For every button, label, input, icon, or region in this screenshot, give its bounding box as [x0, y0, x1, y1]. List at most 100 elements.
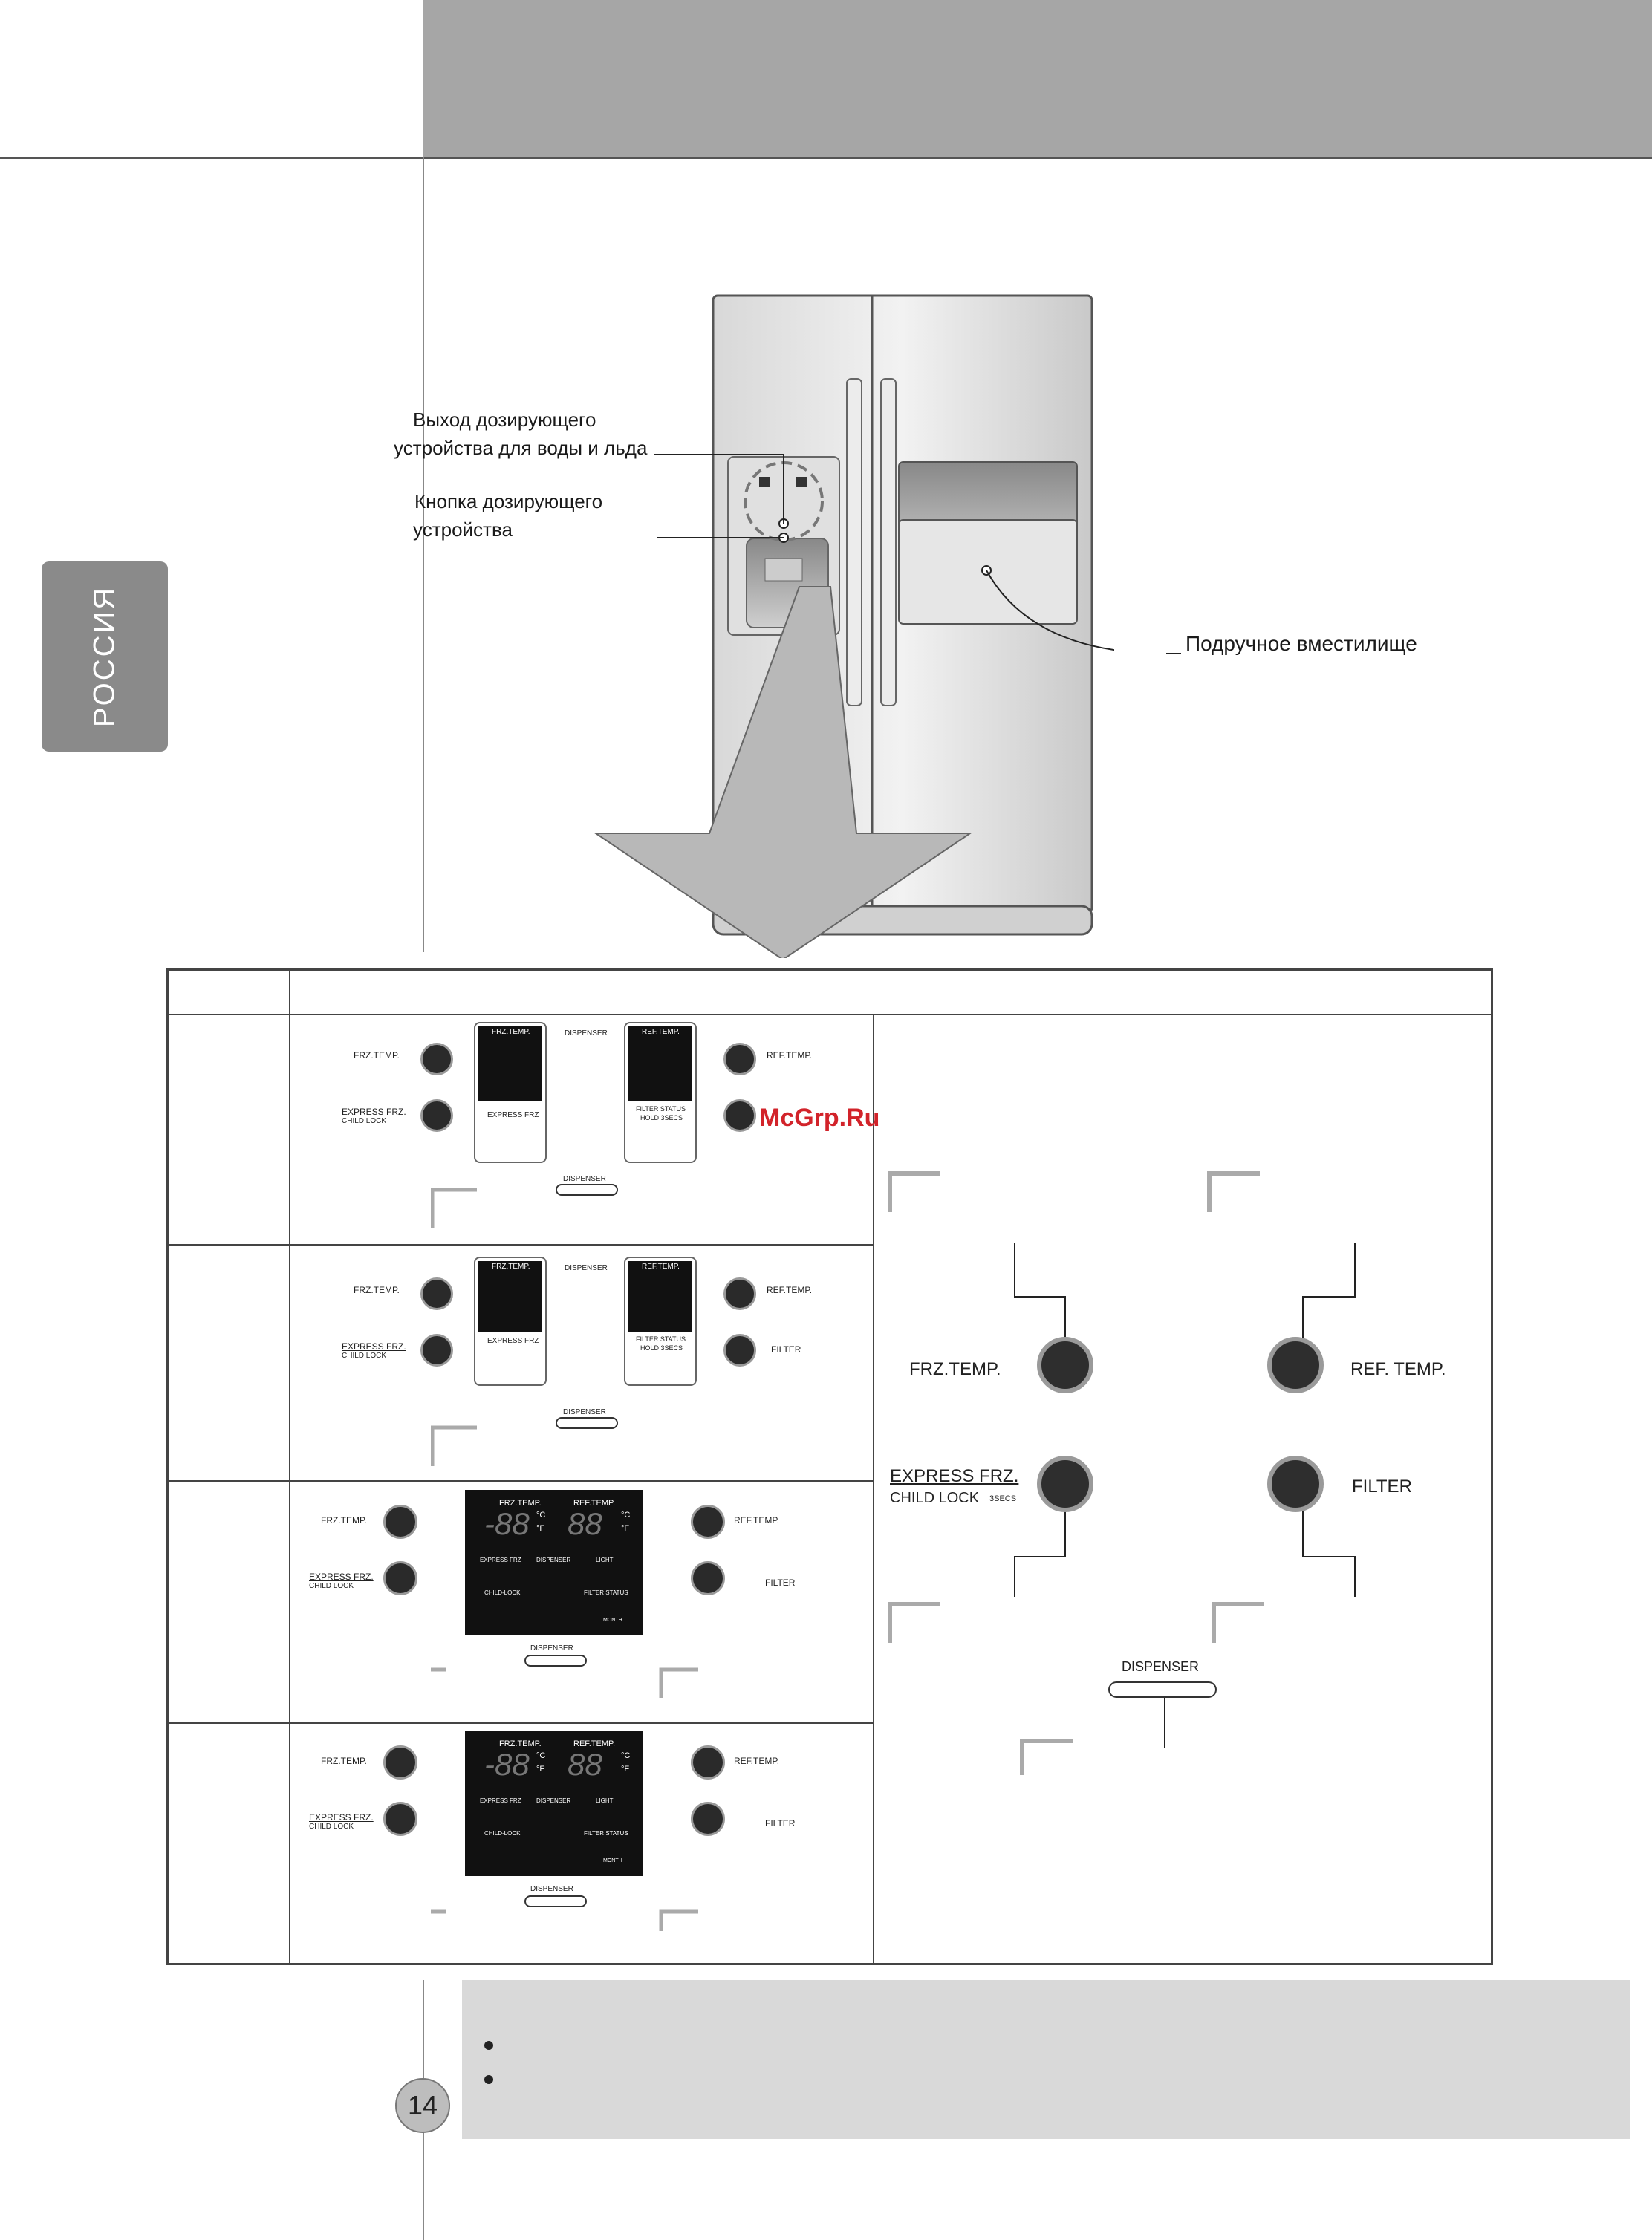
frz-temp-button[interactable]	[383, 1505, 417, 1539]
note-box	[462, 1980, 1630, 2139]
hold-3secs-label: HOLD 3SECS	[640, 1114, 683, 1121]
panel-bracket-markers	[431, 1188, 698, 1931]
frz-temp-label: FRZ.TEMP.	[321, 1756, 367, 1766]
watermark: McGrp.Ru	[759, 1104, 880, 1132]
filter-label: FILTER	[765, 1818, 796, 1829]
panel-row-3: FRZ.TEMP. EXPRESS FRZ. CHILD LOCK FRZ.TE…	[297, 1482, 795, 1720]
filter-label: FILTER	[765, 1578, 796, 1588]
express-frz-label: EXPRESS FRZ.	[309, 1572, 374, 1582]
frz-bar-display	[478, 1261, 542, 1332]
filter-label: FILTER	[771, 1344, 801, 1355]
control-panel-table	[166, 968, 1493, 1965]
frz-display: FRZ.TEMP. EXPRESS FRZ	[474, 1257, 547, 1386]
margin-rule-top	[423, 157, 424, 952]
express-frz-label: EXPRESS FRZ.	[342, 1341, 406, 1352]
express-frz-button[interactable]	[420, 1334, 453, 1367]
frz-temp-button[interactable]	[420, 1043, 453, 1075]
dispenser-button-label-line2: устройства	[413, 518, 513, 541]
detail-ref-temp-label: REF. TEMP.	[1350, 1359, 1446, 1379]
child-lock-label: CHILD LOCK	[309, 1582, 354, 1590]
filter-button[interactable]	[723, 1334, 756, 1367]
language-tab-label: РОССИЯ	[88, 585, 121, 728]
handy-bin-leader	[1166, 653, 1181, 654]
ref-temp-label: REF.TEMP.	[767, 1285, 813, 1295]
lcd-ref-fahrenheit: °F	[621, 1524, 630, 1533]
detail-filter-button[interactable]	[1267, 1456, 1324, 1512]
ref-bar-display	[628, 1261, 692, 1332]
panel-row-2: FRZ.TEMP. EXPRESS FRZ. CHILD LOCK FRZ.TE…	[327, 1252, 812, 1490]
detail-filter-label: FILTER	[1352, 1476, 1412, 1497]
panel-row-4: FRZ.TEMP. EXPRESS FRZ. CHILD LOCK FRZ.TE…	[297, 1723, 795, 1961]
lcd-frz-title: FRZ.TEMP.	[499, 1499, 542, 1508]
child-lock-label: CHILD LOCK	[342, 1117, 387, 1125]
lcd-display: FRZ.TEMP. REF.TEMP. -88 88 °C °F °C °F E…	[465, 1731, 643, 1876]
refrigerator-illustration	[593, 294, 1114, 958]
lcd-child-lock: CHILD-LOCK	[484, 1589, 521, 1596]
filter-button[interactable]	[691, 1561, 725, 1595]
dispenser-pad[interactable]	[556, 1417, 618, 1429]
frz-display-title: FRZ.TEMP.	[492, 1263, 530, 1271]
detail-frz-temp-button[interactable]	[1037, 1337, 1093, 1393]
ref-display: REF.TEMP. FILTER STATUS HOLD 3SECS	[624, 1022, 697, 1163]
ref-temp-label: REF.TEMP.	[767, 1050, 813, 1061]
express-frz-button[interactable]	[420, 1099, 453, 1132]
lcd-child-lock: CHILD-LOCK	[484, 1830, 521, 1837]
detail-frz-temp-label: FRZ.TEMP.	[909, 1359, 1001, 1379]
frz-temp-label: FRZ.TEMP.	[321, 1515, 367, 1526]
dispenser-outlet-label-line2: устройства для воды и льда	[394, 437, 648, 459]
detail-ref-temp-button[interactable]	[1267, 1337, 1324, 1393]
ref-temp-button[interactable]	[723, 1277, 756, 1310]
ref-temp-label: REF.TEMP.	[734, 1756, 780, 1766]
ref-temp-label: REF.TEMP.	[734, 1515, 780, 1526]
page-number: 14	[395, 2078, 450, 2133]
lcd-frz-title: FRZ.TEMP.	[499, 1739, 542, 1748]
lcd-frz-fahrenheit: °F	[536, 1524, 545, 1533]
handy-bin-label: Подручное вместилище	[1186, 632, 1417, 655]
detail-dispenser-pad[interactable]	[1108, 1681, 1217, 1698]
express-frz-label: EXPRESS FRZ.	[342, 1107, 406, 1117]
express-frz-button[interactable]	[383, 1561, 417, 1595]
lcd-frz-digits: -88	[484, 1747, 530, 1782]
dispenser-top-label: DISPENSER	[565, 1029, 608, 1038]
detail-3secs-label: 3SECS	[989, 1494, 1017, 1503]
dispenser-pad[interactable]	[524, 1895, 587, 1907]
ref-temp-button[interactable]	[691, 1745, 725, 1780]
language-tab[interactable]: РОССИЯ	[42, 561, 168, 752]
dispenser-pad[interactable]	[556, 1184, 618, 1196]
frz-temp-label: FRZ.TEMP.	[354, 1050, 400, 1061]
filter-button[interactable]	[723, 1099, 756, 1132]
lcd-ref-title: REF.TEMP.	[573, 1739, 616, 1748]
dispenser-pad-label: DISPENSER	[530, 1644, 573, 1653]
lcd-frz-digits: -88	[484, 1506, 530, 1541]
lcd-express-frz: EXPRESS FRZ	[480, 1557, 521, 1563]
frz-temp-button[interactable]	[420, 1277, 453, 1310]
lcd-month: MONTH	[603, 1618, 622, 1623]
header-rule	[0, 157, 1652, 159]
lcd-ref-title: REF.TEMP.	[573, 1499, 616, 1508]
detail-dispenser-label: DISPENSER	[1122, 1659, 1200, 1674]
detail-express-frz-button[interactable]	[1037, 1456, 1093, 1512]
dispenser-pad[interactable]	[524, 1655, 587, 1667]
express-frz-button[interactable]	[383, 1802, 417, 1836]
frz-display-title: FRZ.TEMP.	[492, 1028, 530, 1036]
panel-row-1: FRZ.TEMP. EXPRESS FRZ. CHILD LOCK FRZ.TE…	[327, 1018, 812, 1255]
header-band	[423, 0, 1652, 157]
express-frz-label: EXPRESS FRZ.	[309, 1812, 374, 1823]
lcd-frz-celsius: °C	[536, 1511, 546, 1520]
ref-temp-button[interactable]	[691, 1505, 725, 1539]
lcd-ref-celsius: °C	[621, 1751, 631, 1760]
lcd-dispenser: DISPENSER	[536, 1797, 571, 1804]
dispenser-pad-label: DISPENSER	[563, 1175, 606, 1183]
note-bullet-1	[484, 2041, 493, 2050]
lcd-ref-fahrenheit: °F	[621, 1765, 630, 1774]
dispenser-pad-label: DISPENSER	[530, 1885, 573, 1893]
filter-status-label: FILTER STATUS	[636, 1335, 686, 1343]
lcd-ref-digits: 88	[568, 1506, 602, 1541]
table-grid	[166, 968, 1493, 1965]
filter-button[interactable]	[691, 1802, 725, 1836]
lcd-ref-digits: 88	[568, 1747, 602, 1782]
ref-temp-button[interactable]	[723, 1043, 756, 1075]
express-frz-lcd-label: EXPRESS FRZ	[487, 1111, 539, 1119]
frz-temp-button[interactable]	[383, 1745, 417, 1780]
ref-display: REF.TEMP. FILTER STATUS HOLD 3SECS	[624, 1257, 697, 1386]
